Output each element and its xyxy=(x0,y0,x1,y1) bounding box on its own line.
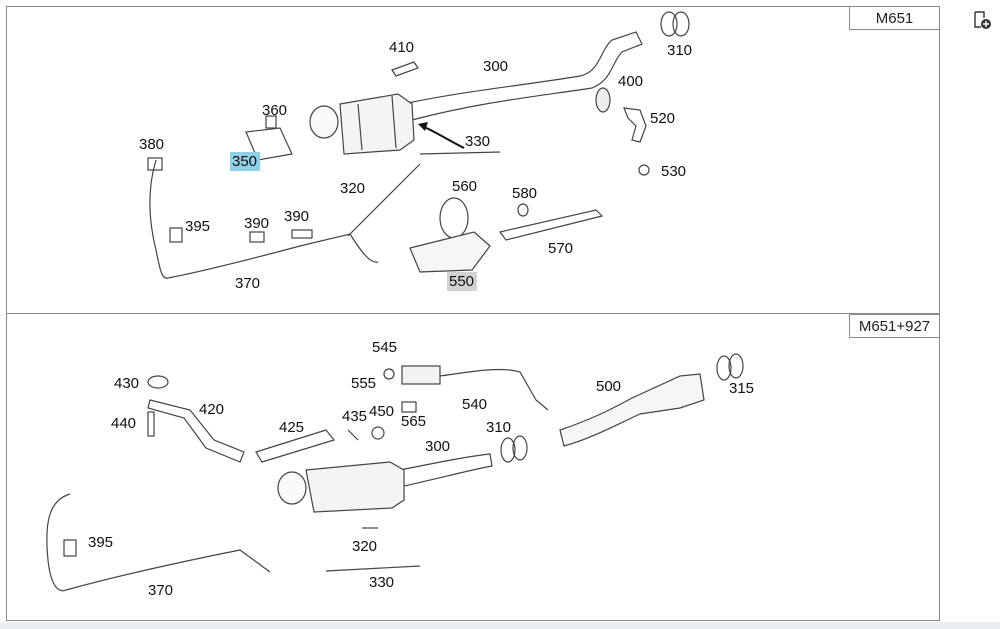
harness-540[interactable] xyxy=(439,368,549,411)
part-callout-520[interactable]: 520 xyxy=(650,110,675,127)
part-callout-300[interactable]: 300 xyxy=(483,58,508,75)
part-callout-320[interactable]: 320 xyxy=(352,538,377,555)
part-callout-420[interactable]: 420 xyxy=(199,401,224,418)
part-callout-500[interactable]: 500 xyxy=(596,378,621,395)
part-callout-395[interactable]: 395 xyxy=(88,534,113,551)
clip-390[interactable] xyxy=(249,231,265,243)
harness-370[interactable] xyxy=(149,159,379,279)
exhaust-drawing: 410 300 310 360 400 520 330 380 350 530 320 560 580 3… xyxy=(46,11,754,599)
heat-shield-550[interactable] xyxy=(409,231,491,273)
clamp-315[interactable] xyxy=(716,355,732,381)
ring-560[interactable] xyxy=(439,197,469,239)
part-callout-580[interactable]: 580 xyxy=(512,185,537,202)
part-callout-440[interactable]: 440 xyxy=(111,415,136,432)
part-callout-390[interactable]: 390 xyxy=(244,215,269,232)
rubber-mount-400[interactable] xyxy=(595,87,611,113)
part-callout-315[interactable]: 315 xyxy=(729,380,754,397)
part-callout-435[interactable]: 435 xyxy=(342,408,367,425)
diagram-panel-m651-927: M651+927 xyxy=(6,314,940,621)
part-callout-320[interactable]: 320 xyxy=(340,180,365,197)
nut-555[interactable] xyxy=(383,368,395,380)
variant-label: M651 xyxy=(849,6,940,30)
part-callout-300[interactable]: 300 xyxy=(425,438,450,455)
part-callout-530[interactable]: 530 xyxy=(661,163,686,180)
part-callout-560[interactable]: 560 xyxy=(452,178,477,195)
part-callout-350[interactable]: 350 xyxy=(232,153,257,170)
sensor-line-330b[interactable] xyxy=(325,565,421,572)
part-callout-565[interactable]: 565 xyxy=(401,413,426,430)
part-callout-310[interactable]: 310 xyxy=(667,42,692,59)
control-unit-545[interactable] xyxy=(401,365,441,385)
gasket-430[interactable] xyxy=(147,375,169,389)
callout-labels: 410 300 310 360 400 520 330 380 350 530 320 560 580 3… xyxy=(88,39,754,599)
exhaust-pipe-300b[interactable] xyxy=(399,453,493,487)
bolt-530[interactable] xyxy=(638,164,650,176)
part-callout-450[interactable]: 450 xyxy=(369,403,394,420)
part-callout-550[interactable]: 550 xyxy=(449,273,474,290)
callout-highlight xyxy=(230,152,260,171)
bottom-part-drawings xyxy=(46,353,744,592)
part-callout-540[interactable]: 540 xyxy=(462,396,487,413)
part-callout-400[interactable]: 400 xyxy=(618,73,643,90)
part-callout-330[interactable]: 330 xyxy=(465,133,490,150)
clip-580[interactable] xyxy=(517,203,529,217)
heat-shield-570[interactable] xyxy=(498,209,604,241)
part-callout-380[interactable]: 380 xyxy=(139,136,164,153)
part-callout-545[interactable]: 545 xyxy=(372,339,397,356)
clamp-310[interactable] xyxy=(660,11,678,37)
part-callout-310[interactable]: 310 xyxy=(486,419,511,436)
part-callout-430[interactable]: 430 xyxy=(114,375,139,392)
clamp-310b[interactable] xyxy=(500,437,516,463)
scr-unit-500[interactable] xyxy=(559,373,705,447)
part-callout-390[interactable]: 390 xyxy=(284,208,309,225)
clip-390b[interactable] xyxy=(291,229,313,239)
part-callout-330[interactable]: 330 xyxy=(369,574,394,591)
particulate-filter[interactable] xyxy=(339,93,415,155)
exhaust-pipe-300[interactable] xyxy=(402,31,643,121)
harness-370b[interactable] xyxy=(46,493,271,592)
callout-highlight xyxy=(447,272,477,291)
part-callout-555[interactable]: 555 xyxy=(351,375,376,392)
connector-380[interactable] xyxy=(147,157,163,171)
pipe-420[interactable] xyxy=(147,399,245,463)
particulate-filter-b[interactable] xyxy=(305,461,405,513)
part-callout-395[interactable]: 395 xyxy=(185,218,210,235)
part-callout-370[interactable]: 370 xyxy=(235,275,260,292)
clip-395[interactable] xyxy=(169,227,183,243)
hose-425[interactable] xyxy=(255,429,336,463)
bottom-scroll-strip xyxy=(0,622,1000,629)
part-callout-570[interactable]: 570 xyxy=(548,240,573,257)
part-callout-425[interactable]: 425 xyxy=(279,419,304,436)
variant-label: M651+927 xyxy=(849,314,940,338)
clip-395b[interactable] xyxy=(63,539,77,557)
clamp-450[interactable] xyxy=(371,426,385,440)
part-callout-360[interactable]: 360 xyxy=(262,102,287,119)
gasket-350[interactable] xyxy=(245,127,293,161)
stud-440[interactable] xyxy=(147,411,155,437)
top-part-drawings xyxy=(147,11,690,279)
bracket-520[interactable] xyxy=(623,107,647,143)
nut-360[interactable] xyxy=(265,115,277,129)
sensor-line-330[interactable] xyxy=(419,151,501,155)
document-add-icon[interactable] xyxy=(972,10,992,30)
filter-inlet[interactable] xyxy=(309,105,339,139)
arrow-330 xyxy=(421,125,465,149)
part-565[interactable] xyxy=(401,401,417,413)
part-callout-370[interactable]: 370 xyxy=(148,582,173,599)
part-callout-410[interactable]: 410 xyxy=(389,39,414,56)
part-410[interactable] xyxy=(391,61,419,77)
bolt-435[interactable] xyxy=(347,429,359,441)
